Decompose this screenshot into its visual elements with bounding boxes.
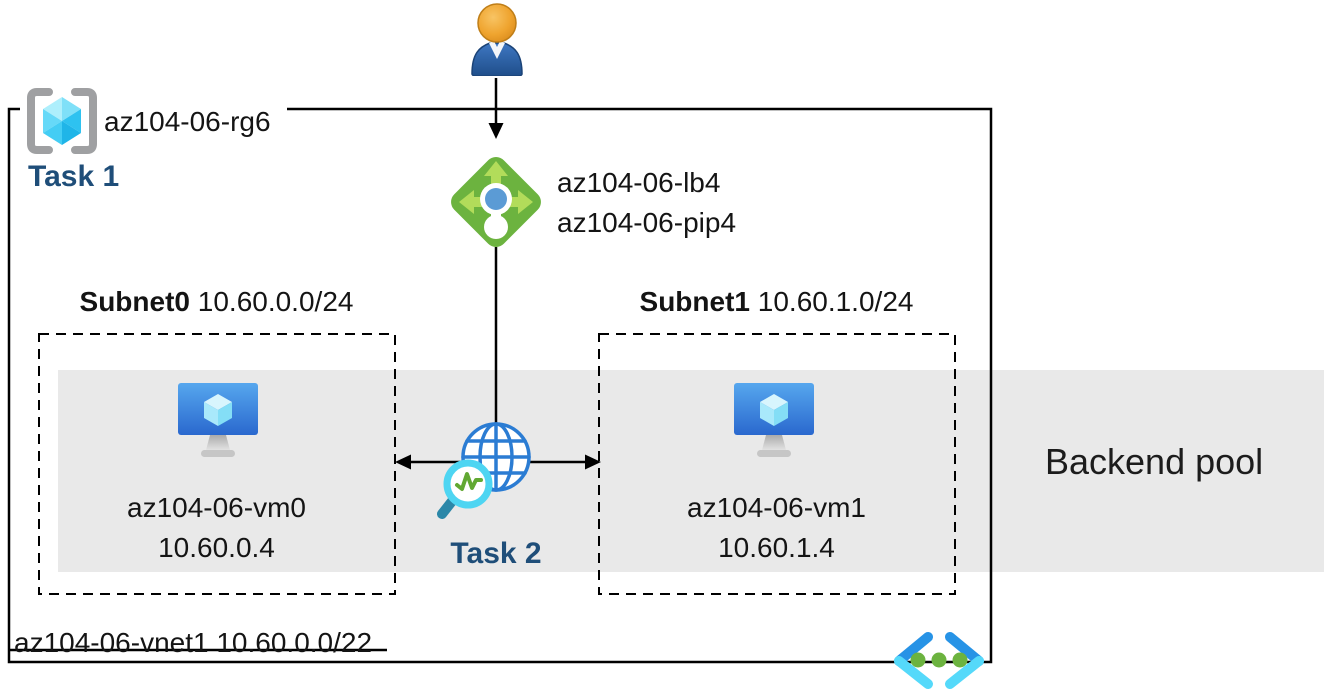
virtual-machine-icon — [734, 383, 814, 457]
subnet0-label: Subnet0 10.60.0.0/24 — [38, 286, 395, 318]
resource-group-icon — [20, 86, 104, 156]
subnet1-label: Subnet1 10.60.1.0/24 — [598, 286, 955, 318]
vnet-cidr: 10.60.0.0/22 — [216, 627, 373, 658]
subnet0-cidr: 10.60.0.0/24 — [197, 286, 354, 317]
virtual-network-icon — [894, 632, 984, 689]
user-icon — [471, 3, 523, 76]
resource-group-name-text: az104-06-rg6 — [104, 106, 271, 137]
user-to-lb-arrow — [488, 78, 504, 139]
public-ip-name: az104-06-pip4 — [557, 207, 737, 238]
vm0-ip: 10.60.0.4 — [158, 532, 275, 563]
backend-pool-band — [58, 370, 1324, 572]
subnet0-name: Subnet0 — [79, 286, 190, 317]
network-watcher-icon — [437, 422, 531, 519]
vm1-ip: 10.60.1.4 — [718, 532, 835, 563]
subnet1-box — [598, 333, 956, 595]
vnet-label: az104-06-vnet1 10.60.0.0/22 — [14, 627, 372, 659]
vm0-name: az104-06-vm0 — [127, 492, 306, 523]
load-balancer-name: az104-06-lb4 — [557, 167, 721, 198]
load-balancer-icon — [451, 157, 541, 247]
subnet1-cidr: 10.60.1.0/24 — [757, 286, 914, 317]
vm1-name: az104-06-vm1 — [687, 492, 866, 523]
vnet-name: az104-06-vnet1 — [14, 627, 209, 658]
resource-group-name: az104-06-rg6 — [100, 104, 287, 140]
subnet1-name: Subnet1 — [639, 286, 750, 317]
backend-pool-label: Backend pool — [1045, 441, 1264, 482]
subnet0-box — [38, 333, 396, 595]
task2-label: Task 2 — [450, 537, 542, 570]
load-balancer-labels: az104-06-lb4 az104-06-pip4 — [557, 163, 736, 243]
task1-label: Task 1 — [28, 160, 120, 193]
resource-group-box — [7, 107, 993, 664]
virtual-machine-icon — [178, 383, 258, 457]
